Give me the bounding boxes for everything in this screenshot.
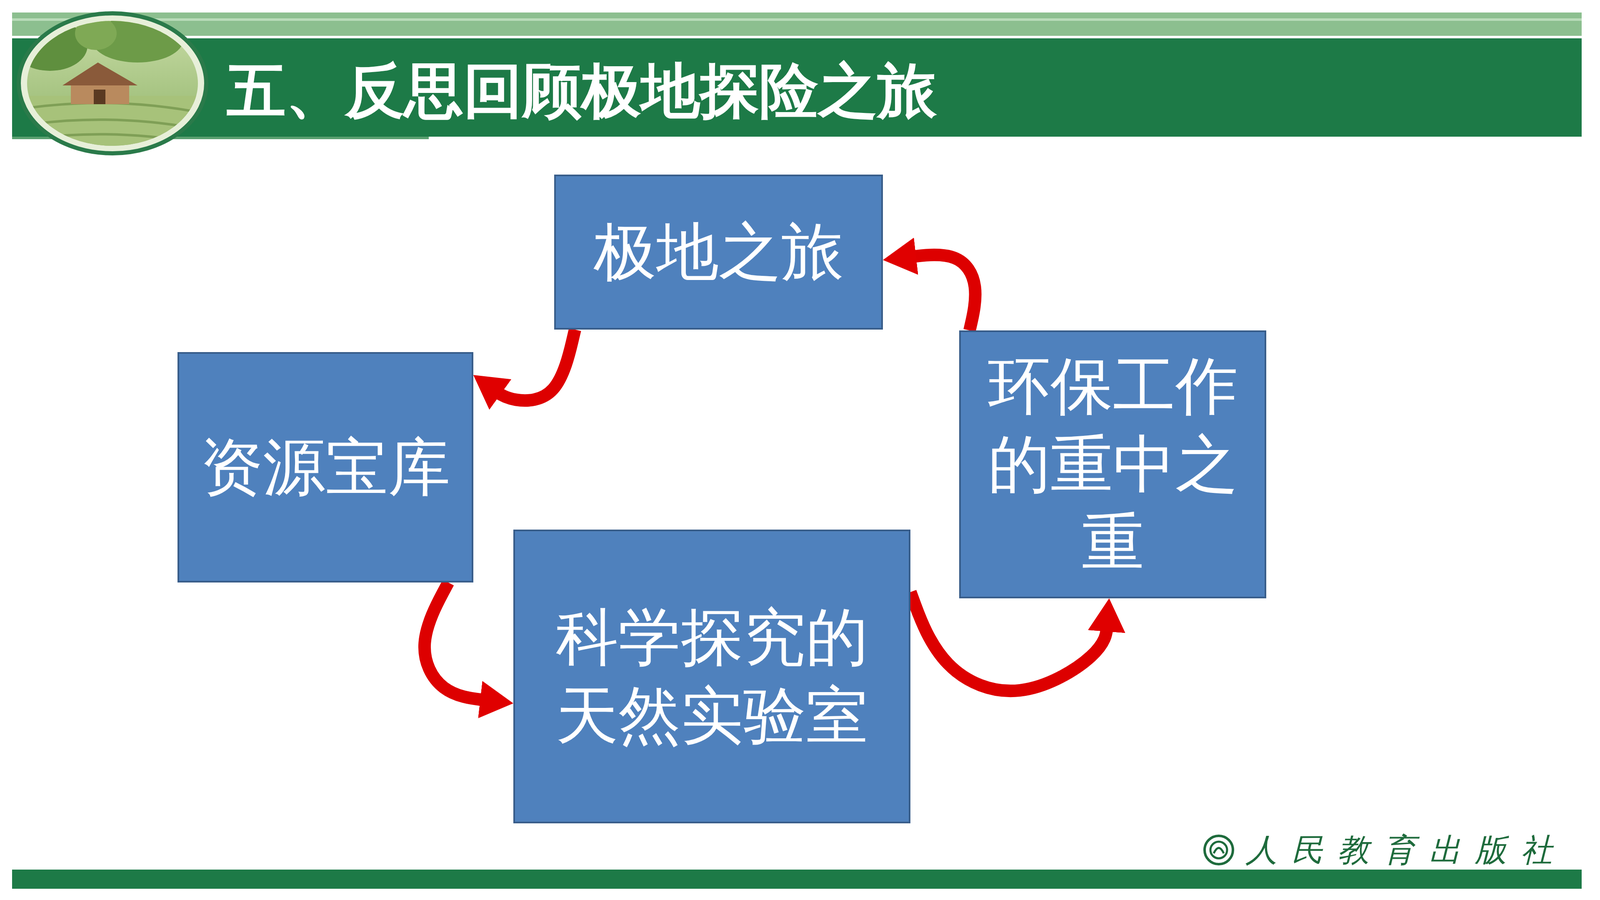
box-text: 资源宝库 <box>179 420 472 515</box>
topic-box: 环保工作的重中之重 <box>959 330 1267 599</box>
box-text: 环保工作的重中之重 <box>960 338 1265 590</box>
header-stripe-line <box>12 18 1582 21</box>
header-oval-frame <box>18 13 207 154</box>
topic-box: 极地之旅 <box>554 174 883 330</box>
topic-box: 科学探究的天然实验室 <box>513 529 911 824</box>
header-stripe <box>12 12 1582 36</box>
curved-arrow <box>424 582 489 701</box>
curved-arrow <box>493 329 575 401</box>
publisher-emblem <box>1204 835 1233 865</box>
topic-box: 资源宝库 <box>177 352 474 583</box>
footer-band <box>12 869 1582 889</box>
box-text: 科学探究的天然实验室 <box>515 590 909 763</box>
curved-arrow <box>907 255 976 331</box>
curved-arrow <box>910 592 1108 691</box>
publisher-logo-text: 人民教育出版社 <box>1245 829 1567 873</box>
box-text: 极地之旅 <box>555 204 882 300</box>
slide-title: 五、反思回顾极地探险之旅 <box>226 50 937 134</box>
header-band <box>12 38 1582 137</box>
landscape-illustration <box>12 16 200 150</box>
